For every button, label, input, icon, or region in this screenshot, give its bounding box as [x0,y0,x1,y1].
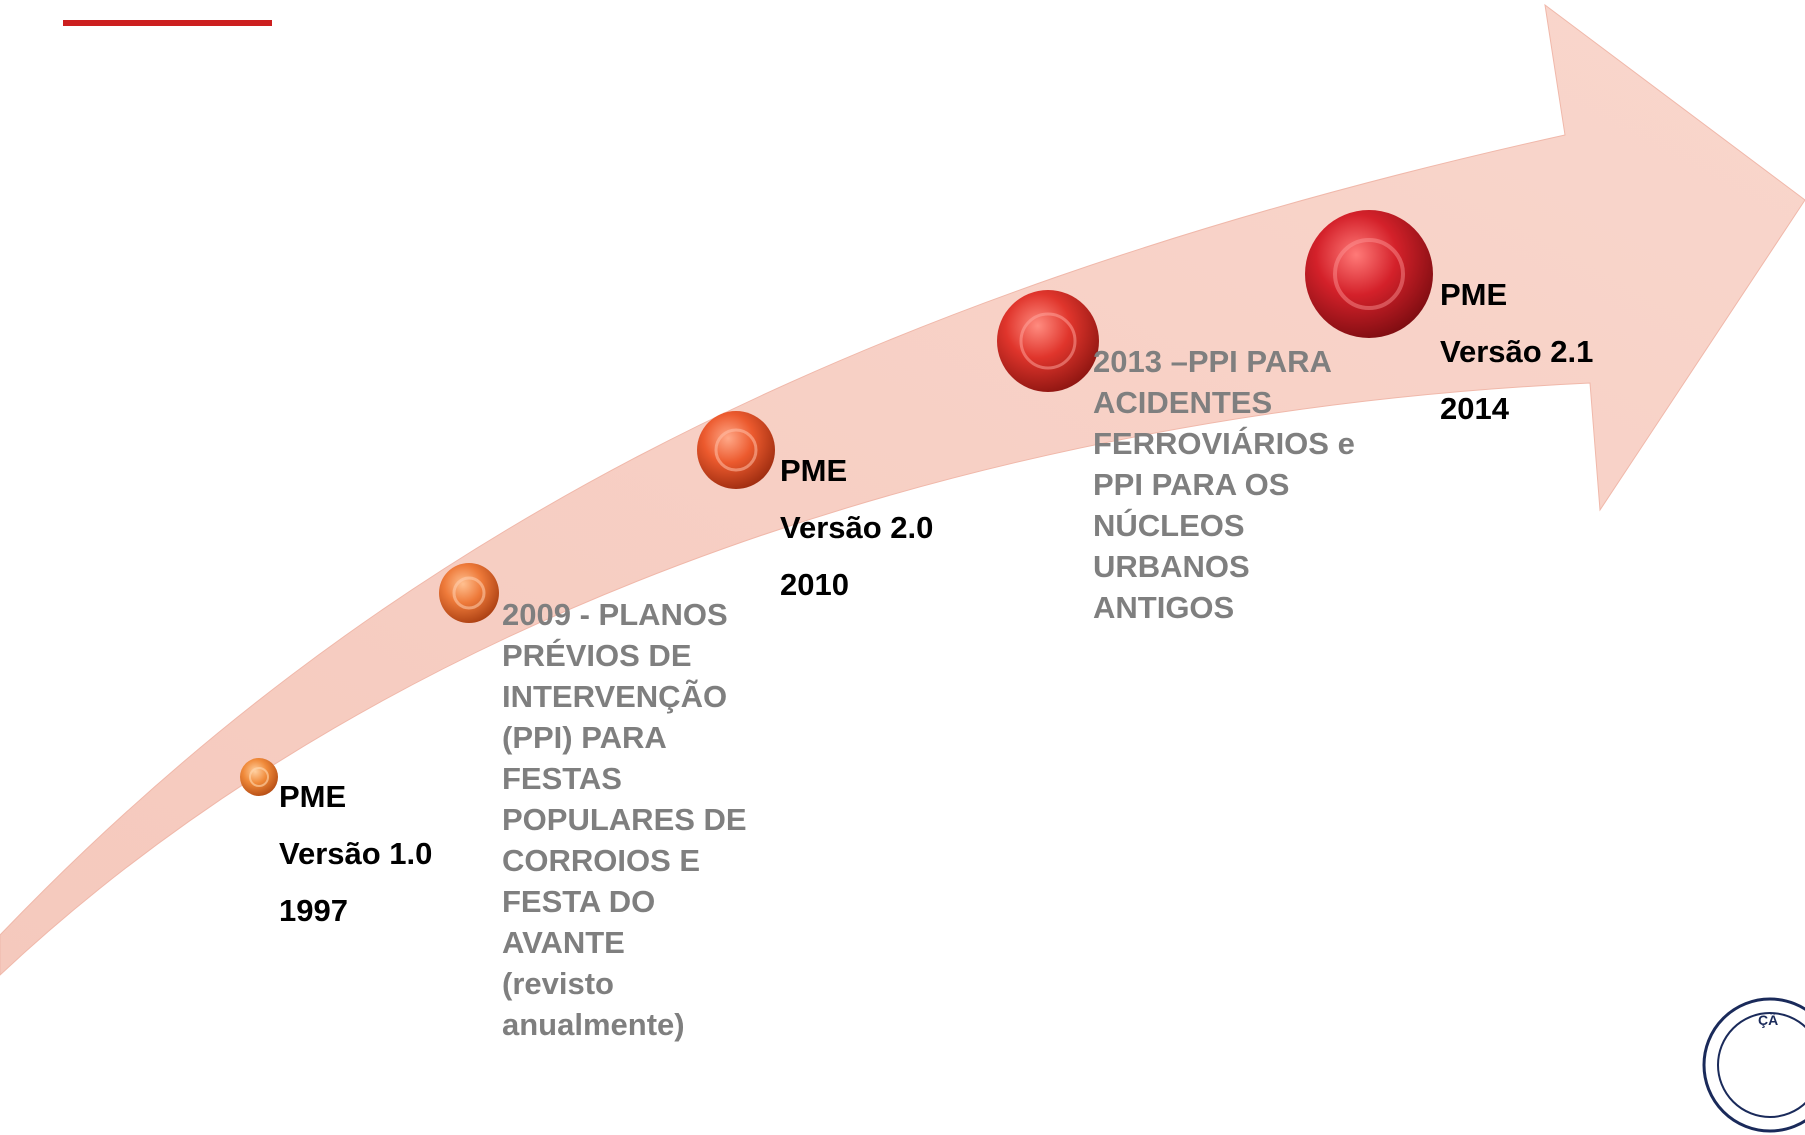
title-accent-rule [63,20,272,26]
milestone-version: Versão 2.1 [1440,334,1594,369]
milestone-year: 1997 [279,893,348,928]
milestone-bubble-2014 [1305,210,1433,338]
event-bubble-2009 [439,563,499,623]
milestone-title: PME [279,779,347,814]
milestone-bubble-2010 [697,411,775,489]
milestone-version: Versão 2.0 [780,510,934,545]
logo-text: ÇÃ [1758,1011,1778,1028]
milestone-label-1997: PME Versão 1.0 1997 [279,768,432,939]
event-label-2009: 2009 - PLANOS PRÉVIOS DE INTERVENÇÃO (PP… [502,597,747,1042]
timeline-graphic [0,3,1805,976]
milestone-version: Versão 1.0 [279,836,433,871]
milestone-title: PME [1440,277,1508,312]
milestone-label-2014: PME Versão 2.1 2014 [1440,266,1593,437]
event-bubble-2013 [997,290,1099,392]
milestone-title: PME [780,453,848,488]
milestone-year: 2010 [780,567,849,602]
milestone-year: 2014 [1440,391,1509,426]
event-label-2013: 2013 –PPI PARA ACIDENTES FERROVIÁRIOS e … [1093,344,1355,625]
milestone-bubble-1997 [240,758,278,796]
milestone-label-2010: PME Versão 2.0 2010 [780,442,933,613]
emblem-icon: ÇÃ [1702,997,1805,1133]
